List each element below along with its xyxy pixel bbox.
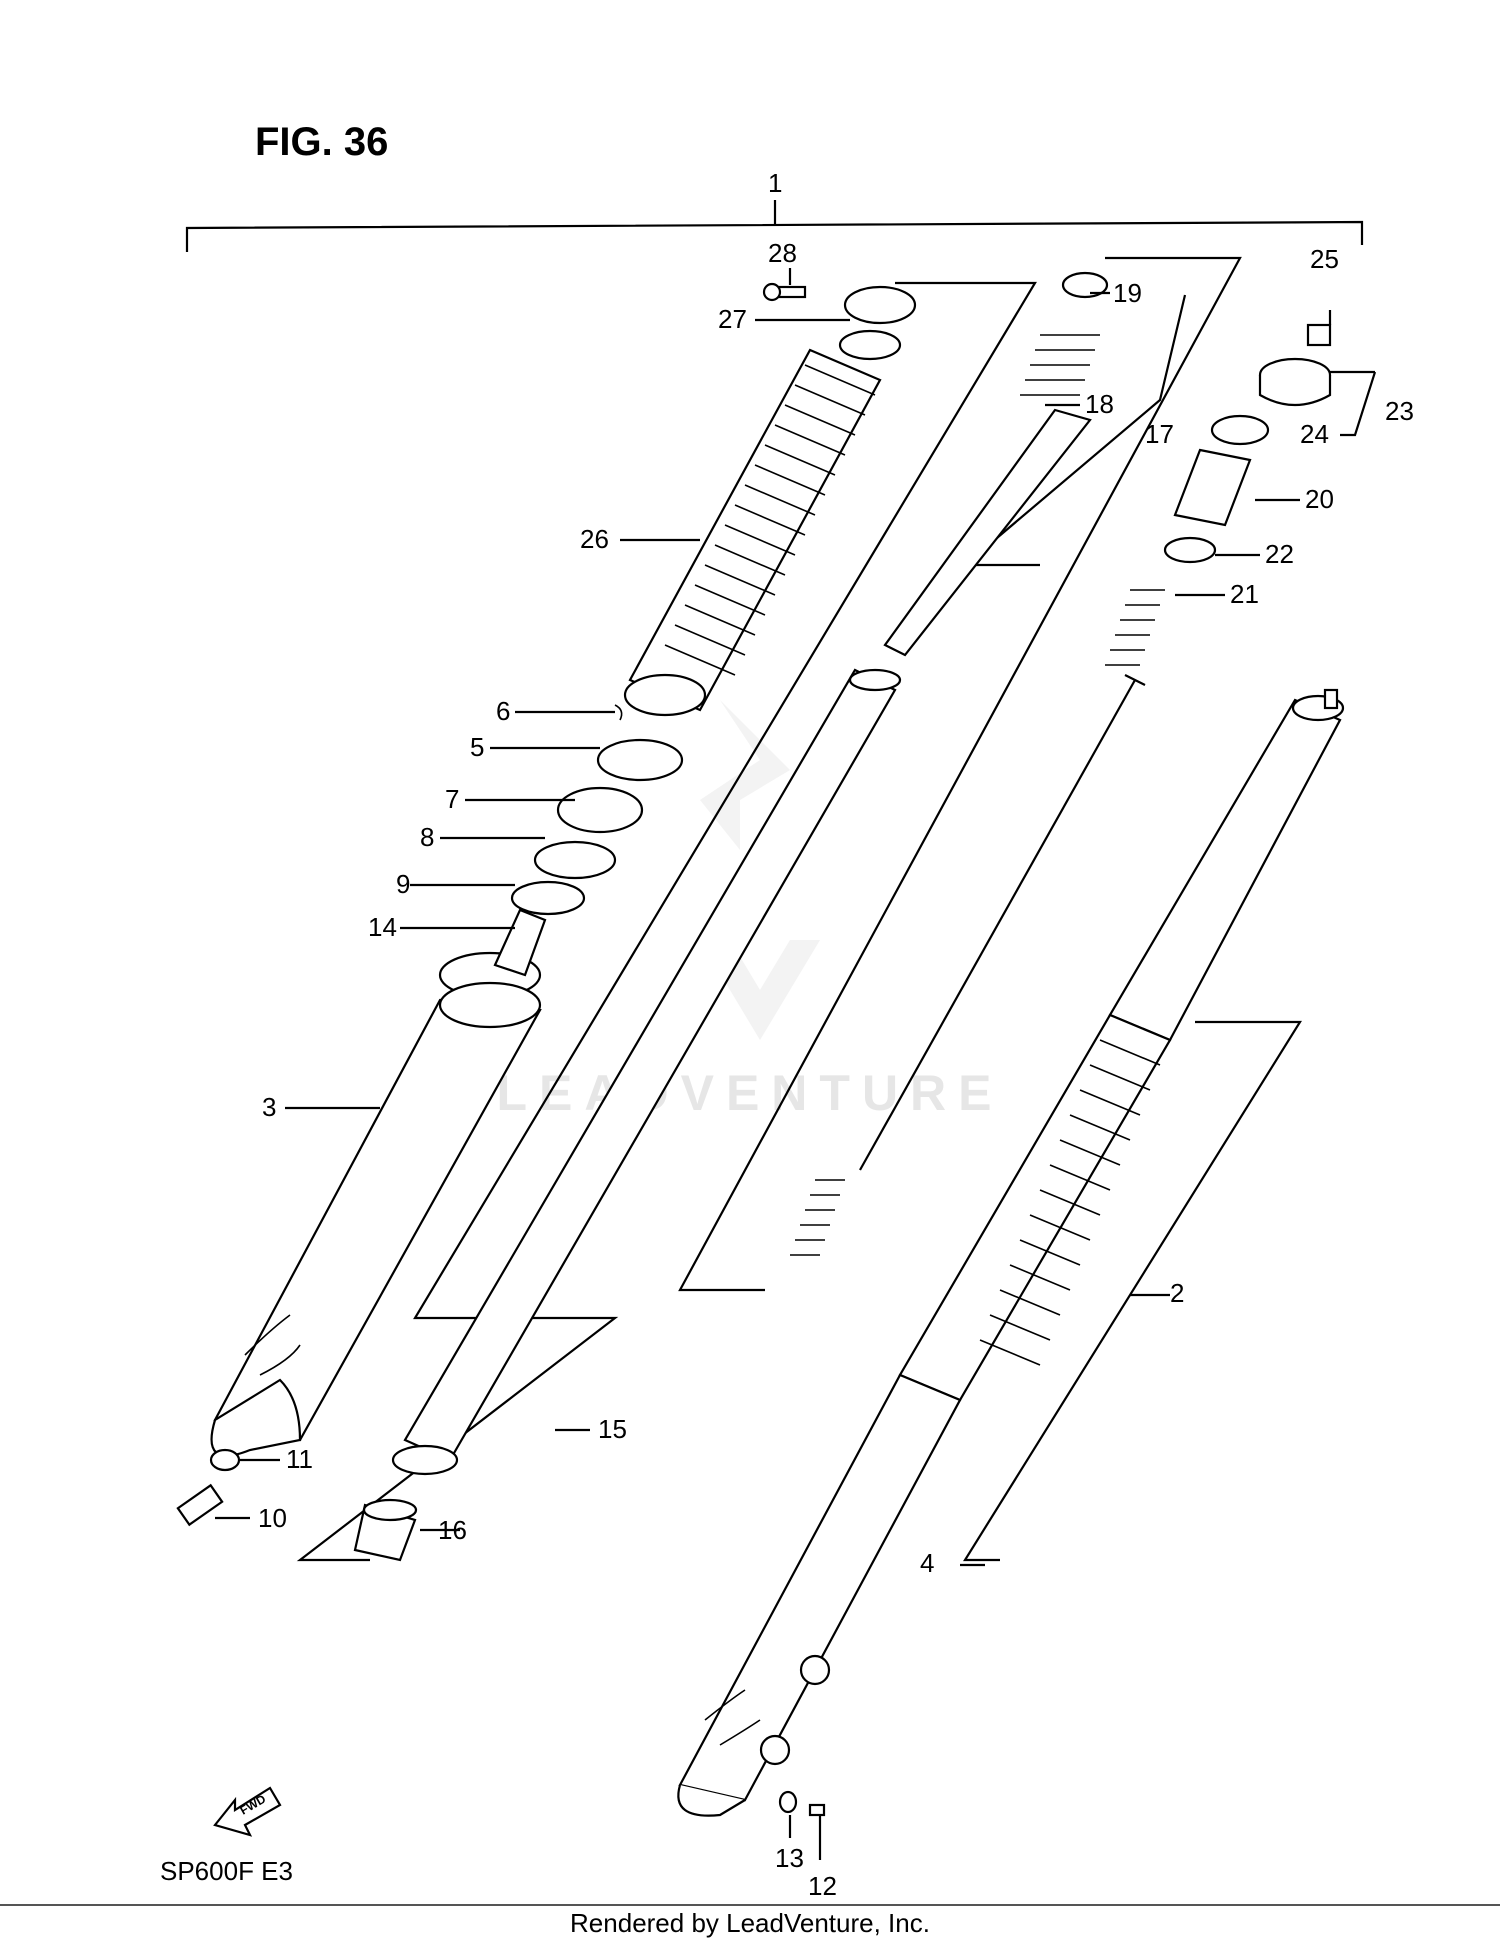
callout-25: 25 (1310, 244, 1339, 274)
right-fork-assembly (677, 688, 1345, 1817)
watermark-text: LEADVENTURE (496, 1065, 1003, 1121)
figure-title: FIG. 36 (255, 120, 388, 164)
callout-19: 19 (1113, 278, 1142, 308)
callout-1: 1 (768, 168, 782, 198)
callout-2: 2 (1170, 1278, 1184, 1308)
callout-labels: 1 2 3 4 5 6 7 8 9 10 11 12 13 14 15 16 1… (258, 168, 1414, 1901)
callout-11: 11 (286, 1444, 313, 1474)
callout-4: 4 (920, 1548, 934, 1578)
callout-23: 23 (1385, 396, 1414, 426)
right-fork-bracket (963, 1020, 1302, 1562)
damper-rod-group (296, 281, 1037, 1562)
callout-7: 7 (445, 784, 459, 814)
top-cap-group (1105, 323, 1332, 666)
callout-26: 26 (580, 524, 609, 554)
callout-28: 28 (768, 238, 797, 268)
model-code: SP600F E3 (160, 1856, 293, 1886)
callout-22: 22 (1265, 539, 1294, 569)
callout-15: 15 (598, 1414, 627, 1444)
assembly-bracket (185, 200, 1364, 252)
callout-5: 5 (470, 732, 484, 762)
callout-20: 20 (1305, 484, 1334, 514)
spring-group (678, 256, 1242, 1292)
callout-18: 18 (1085, 389, 1114, 419)
callout-12: 12 (808, 1871, 837, 1901)
callout-13: 13 (775, 1843, 804, 1873)
callout-24: 24 (1300, 419, 1329, 449)
callout-27: 27 (718, 304, 747, 334)
callout-21: 21 (1230, 579, 1259, 609)
callout-16: 16 (438, 1515, 467, 1545)
leader-lines (215, 268, 1377, 1860)
left-fork-assembly (176, 282, 917, 1527)
callout-8: 8 (420, 822, 434, 852)
callout-9: 9 (396, 869, 410, 899)
callout-14: 14 (368, 912, 397, 942)
callout-3: 3 (262, 1092, 276, 1122)
callout-6: 6 (496, 696, 510, 726)
fwd-arrow-icon: FWD (213, 1786, 282, 1837)
footer-credit: Rendered by LeadVenture, Inc. (570, 1908, 930, 1938)
callout-17: 17 (1145, 419, 1174, 449)
fork-boot-left (623, 348, 882, 717)
callout-10: 10 (258, 1503, 287, 1533)
